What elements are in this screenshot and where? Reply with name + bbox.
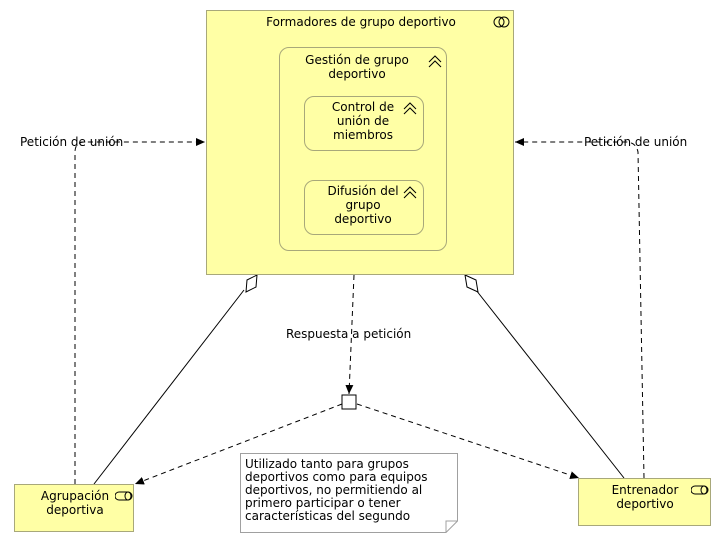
flow-center-connector[interactable] [345,274,355,395]
process-chevron-icon [403,186,417,199]
role-agrupacion-title: Agrupación deportiva [40,489,110,517]
role-entrenador[interactable]: Entrenador deportivo [578,478,711,526]
flow-junction-left-connector[interactable] [134,403,343,485]
aggregation-right-connector[interactable] [475,289,625,479]
note-shape[interactable] [240,453,460,533]
aggregation-right-diamond [464,274,479,293]
process-gestion[interactable]: Gestión de grupo deportivo Control de un… [279,47,447,251]
flow-right-connector[interactable] [515,138,645,479]
role-icon [115,491,133,501]
flow-junction-right-connector[interactable] [356,403,580,479]
process-control[interactable]: Control de unión de miembros [304,96,424,151]
main-collaboration[interactable]: Formadores de grupo deportivo Gestión de… [206,10,514,275]
note-text: Utilizado tanto para grupos deportivos c… [245,457,428,523]
role-agrupacion[interactable]: Agrupación deportiva [14,484,134,532]
aggregation-left-diamond [245,274,258,293]
edge-center-label: Respuesta a petición [286,327,412,341]
main-collaboration-title: Formadores de grupo deportivo [266,15,456,29]
collaboration-icon [493,16,510,28]
edge-left-label: Petición de unión [20,135,124,149]
process-chevron-icon [403,102,417,115]
process-chevron-icon [428,55,442,68]
role-entrenador-title: Entrenador deportivo [611,483,679,511]
role-icon [691,485,709,495]
process-gestion-title: Gestión de grupo deportivo [305,53,409,81]
flow-left-connector[interactable] [74,138,205,484]
process-control-title: Control de unión de miembros [331,100,395,142]
process-difusion[interactable]: Difusión del grupo deportivo [304,180,424,235]
edge-right-label: Petición de unión [584,135,688,149]
junction-square[interactable] [341,394,357,410]
process-difusion-title: Difusión del grupo deportivo [327,184,399,226]
aggregation-left-connector[interactable] [93,289,245,485]
